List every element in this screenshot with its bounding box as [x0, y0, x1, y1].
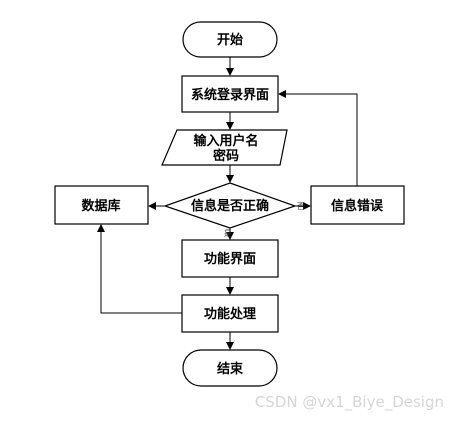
end-node: 结束 — [182, 349, 278, 387]
edge-process-to-database — [97, 224, 182, 314]
start-label: 开始 — [217, 32, 243, 48]
input-label-line2: 密码 — [212, 148, 239, 164]
function-process-node: 功能处理 — [181, 294, 279, 333]
decision-label: 信息是否正确 — [191, 198, 269, 214]
database-label: 数据库 — [81, 198, 120, 214]
input-label-line1: 输入用户名 — [193, 133, 258, 149]
decision-node: 信息是否正确 — [163, 182, 297, 229]
login-page-label: 系统登录界面 — [191, 87, 269, 103]
edge-label-yes: 是 — [224, 229, 232, 238]
input-node: 输入用户名 密码 — [161, 129, 288, 166]
function-page-node: 功能界面 — [181, 239, 279, 278]
watermark-text: CSDN @vx1_Biye_Design — [254, 393, 444, 411]
start-node: 开始 — [182, 21, 278, 58]
end-label: 结束 — [217, 361, 244, 377]
error-node: 信息错误 — [310, 185, 405, 225]
database-node: 数据库 — [54, 185, 149, 225]
function-page-label: 功能界面 — [204, 251, 256, 267]
error-label: 信息错误 — [331, 198, 384, 214]
function-process-label: 功能处理 — [204, 306, 256, 322]
login-page-node: 系统登录界面 — [181, 75, 279, 113]
edge-error-to-login — [278, 90, 358, 186]
edge-label-no: 否 — [297, 202, 305, 211]
